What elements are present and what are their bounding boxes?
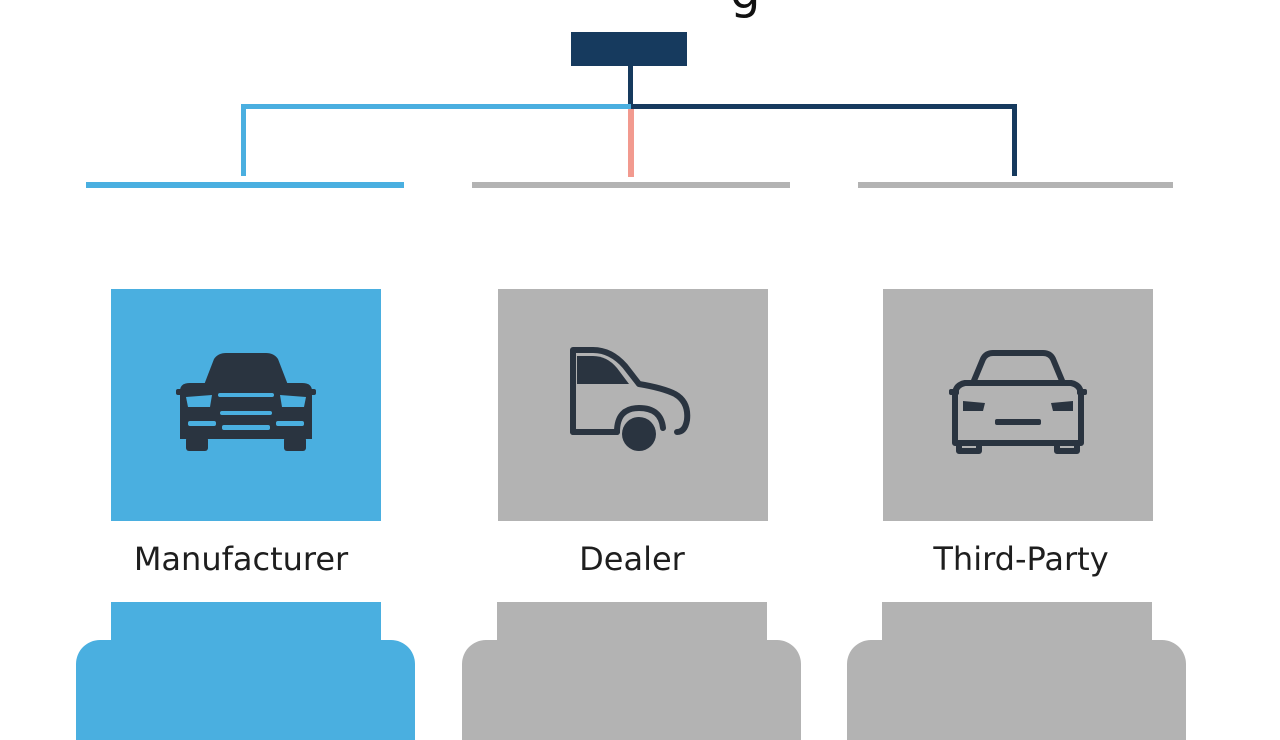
stem-third-party bbox=[882, 602, 1152, 646]
root-node bbox=[571, 32, 687, 66]
tier-line-manufacturer bbox=[86, 182, 404, 188]
base-third-party bbox=[847, 640, 1186, 740]
card-third-party bbox=[883, 289, 1153, 521]
stem-manufacturer bbox=[111, 602, 381, 646]
diagram-title-fragment: g bbox=[730, 0, 760, 20]
connector-left-horizontal bbox=[241, 104, 631, 109]
label-manufacturer: Manufacturer bbox=[133, 540, 349, 578]
tier-line-third-party bbox=[858, 182, 1173, 188]
car-outline-icon bbox=[949, 350, 1087, 454]
stem-dealer bbox=[497, 602, 767, 646]
car-side-icon bbox=[570, 347, 691, 451]
tier-line-dealer bbox=[472, 182, 790, 188]
root-stem-line bbox=[628, 66, 633, 108]
base-manufacturer bbox=[76, 640, 415, 740]
card-dealer bbox=[498, 289, 768, 521]
base-dealer bbox=[462, 640, 801, 740]
card-manufacturer bbox=[111, 289, 381, 521]
connector-right-horizontal bbox=[631, 104, 1017, 109]
connector-center-drop bbox=[628, 109, 634, 177]
connector-left-drop bbox=[241, 104, 246, 176]
label-third-party: Third-Party bbox=[933, 540, 1109, 578]
label-dealer: Dealer bbox=[579, 540, 685, 578]
car-front-icon bbox=[176, 353, 316, 451]
connector-right-drop bbox=[1012, 104, 1017, 176]
